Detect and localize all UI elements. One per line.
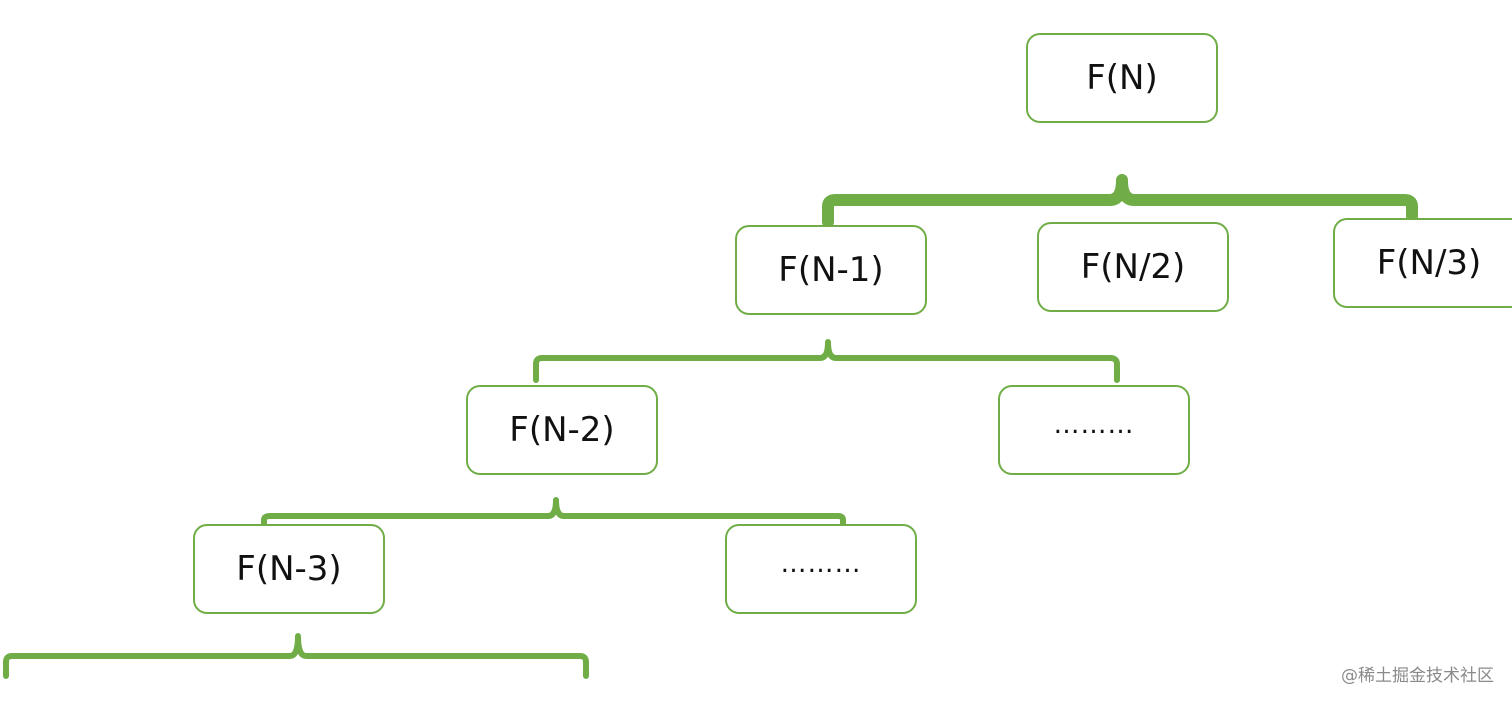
node-f-n-minus-1: F(N-1)	[735, 225, 927, 315]
node-f-n-div-3: F(N/3)	[1333, 218, 1512, 308]
node-f-n-minus-3: F(N-3)	[193, 524, 385, 614]
node-f-n-div-2: F(N/2)	[1037, 222, 1229, 312]
node-f-n-minus-2: F(N-2)	[466, 385, 658, 475]
node-f-n: F(N)	[1026, 33, 1218, 123]
watermark-text: @稀土掘金技术社区	[1341, 666, 1494, 686]
node-ellipsis-level3: ………	[725, 524, 917, 614]
bracket-root-children	[822, 174, 1418, 228]
bracket-n-minus-2-children	[261, 497, 846, 527]
bracket-n-minus-3-children	[3, 633, 589, 679]
bracket-n-minus-1-children	[533, 339, 1120, 383]
node-ellipsis-level2: ………	[998, 385, 1190, 475]
